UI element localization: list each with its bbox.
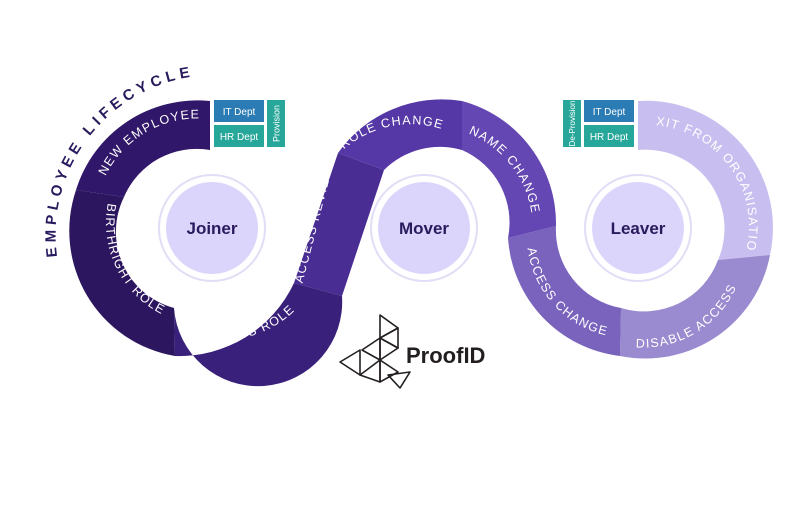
stage-segment-business-role	[174, 283, 343, 387]
stage-segment-name-change	[462, 101, 557, 238]
hub-label-joiner: Joiner	[186, 219, 237, 238]
stage-segment-birthright-role	[69, 190, 175, 356]
hub-mover: Mover	[370, 174, 478, 282]
leaver-tag-it-dept: IT Dept	[593, 107, 626, 118]
leaver-tags: De-Provision IT Dept HR Dept	[563, 100, 634, 147]
leaver-tag-de-provision: De-Provision	[568, 101, 577, 147]
logo-mark-icon	[339, 314, 411, 389]
hub-joiner: Joiner	[158, 174, 266, 282]
joiner-tag-provision: Provision	[272, 105, 282, 142]
stage-segment-role-change	[338, 99, 462, 170]
joiner-tag-it-dept: IT Dept	[223, 107, 256, 118]
proofid-logo	[339, 314, 411, 389]
hub-leaver: Leaver	[584, 174, 692, 282]
brand-name: ProofID	[406, 343, 485, 368]
joiner-tags: IT Dept HR Dept Provision	[214, 100, 285, 147]
leaver-tag-hr-dept: HR Dept	[590, 132, 629, 143]
stage-segment-access-review	[294, 153, 384, 296]
joiner-tag-hr-dept: HR Dept	[220, 132, 259, 143]
stage-segment-new-employee	[76, 100, 210, 197]
stage-segment-disable-access	[620, 255, 770, 359]
hub-label-mover: Mover	[399, 219, 449, 238]
stage-segment-access-change	[508, 226, 621, 356]
hub-label-leaver: Leaver	[611, 219, 666, 238]
stage-segment-exit-from-organisation	[638, 100, 773, 261]
